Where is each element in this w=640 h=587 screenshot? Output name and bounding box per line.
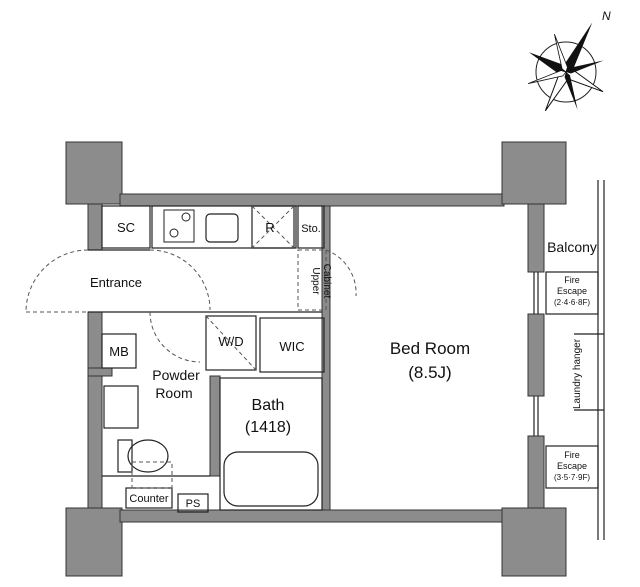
label-balcony: Balcony: [547, 239, 597, 255]
label-powder-room-2: Room: [155, 385, 192, 401]
label-fire-escape-a-1: Fire: [564, 275, 580, 285]
label-upper-cabinet-2: Cabinet: [321, 264, 332, 299]
label-entrance: Entrance: [90, 275, 142, 290]
label-powder-room-1: Powder: [152, 367, 200, 383]
label-bed-room-size: (8.5J): [408, 363, 451, 382]
label-wic: WIC: [279, 339, 304, 354]
interior-lines: [88, 180, 605, 540]
label-fire-escape-b-2: Escape: [557, 461, 587, 471]
dashed-elements: [25, 205, 357, 489]
label-fire-escape-a-2: Escape: [557, 286, 587, 296]
label-fire-escape-b-1: Fire: [564, 450, 580, 460]
label-bed-room: Bed Room: [390, 339, 470, 358]
compass-rose: N: [527, 9, 611, 112]
stove: [163, 209, 195, 243]
label-counter: Counter: [129, 493, 168, 505]
label-fire-escape-b-floors: (3·5·7·9F): [554, 473, 590, 482]
label-laundry-hanger: Laundry hanger: [572, 338, 583, 409]
label-ps: PS: [186, 498, 201, 510]
label-upper-cabinet-1: Upper: [310, 267, 321, 295]
label-refrigerator: R: [265, 220, 274, 235]
label-washer-dryer: W/D: [218, 334, 243, 349]
walls: [65, 141, 567, 577]
label-sc: SC: [117, 220, 135, 235]
label-bath: Bath: [252, 397, 285, 414]
label-fire-escape-a-floors: (2·4·6·8F): [554, 298, 590, 307]
compass-north-label: N: [602, 9, 611, 23]
label-storage: Sto.: [301, 223, 321, 235]
label-bath-size: (1418): [245, 419, 291, 436]
label-mb: MB: [109, 344, 129, 359]
